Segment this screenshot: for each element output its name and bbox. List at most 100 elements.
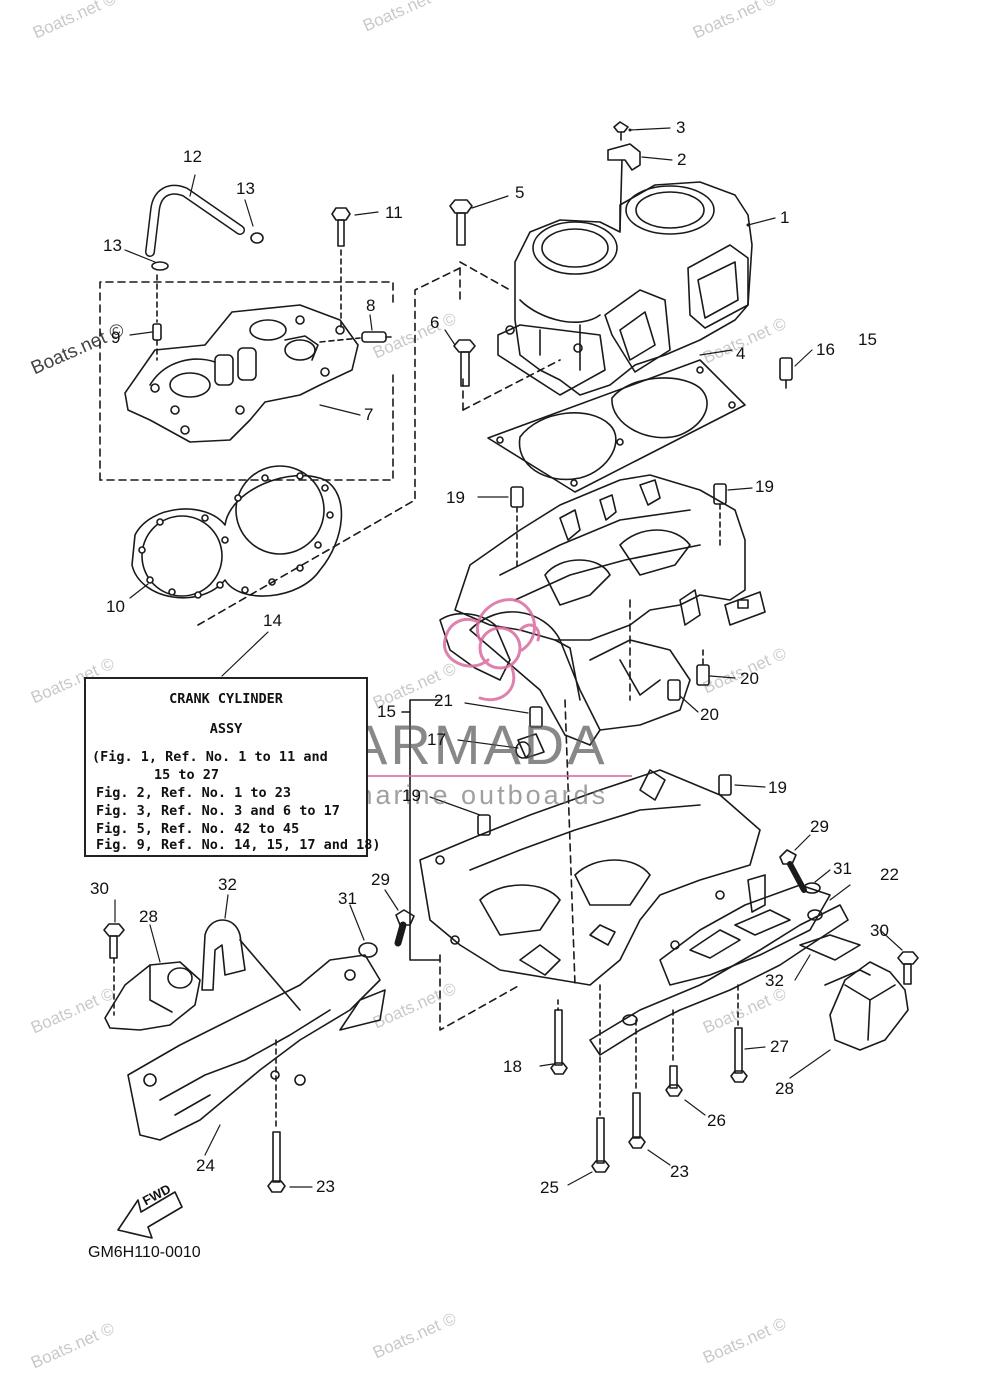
callout-6: 6	[430, 313, 440, 332]
part-2-clamp	[607, 143, 641, 231]
part-25-bolt	[591, 984, 610, 1173]
callout-13: 13	[103, 236, 122, 255]
part-6-bolt	[453, 339, 476, 387]
callout-17: 17	[427, 730, 446, 749]
callout-30: 30	[90, 879, 109, 898]
callout-29: 29	[371, 870, 390, 889]
part-27-bolt	[730, 984, 748, 1083]
callout-1: 1	[780, 208, 790, 227]
part-17-bushing	[515, 733, 545, 759]
callout-27: 27	[770, 1037, 789, 1056]
callout-29: 29	[810, 817, 829, 836]
part-19-dowel-lower-left	[477, 814, 491, 836]
callout-19: 19	[768, 778, 787, 797]
part-11-bolt	[331, 207, 351, 331]
callout-8: 8	[366, 296, 376, 315]
callout-19: 19	[402, 786, 421, 805]
part-1-flange	[497, 324, 606, 396]
armada-logo-text: ARMADA	[350, 713, 608, 776]
callout-15: 15	[858, 330, 877, 349]
callout-32: 32	[765, 971, 784, 990]
diagram-code: GM6H110-0010	[88, 1244, 201, 1261]
callout-23: 23	[316, 1177, 335, 1196]
upper-crankcase	[454, 474, 766, 641]
part-30-bolt-left	[103, 923, 125, 1016]
part-19-dowel-upper-right	[713, 483, 727, 546]
callout-28: 28	[775, 1079, 794, 1098]
part-4-base-gasket	[487, 359, 746, 493]
callout-23: 23	[670, 1162, 689, 1181]
part-29-bolt-left	[394, 909, 415, 947]
part-24-bracket	[127, 954, 386, 1141]
callout-2: 2	[677, 150, 687, 169]
bracket-15	[401, 699, 441, 961]
callout-3: 3	[676, 118, 686, 137]
part-29-bolt-right	[779, 849, 807, 893]
info-box-line: Fig. 9, Ref. No. 14, 15, 17 and 18)	[96, 837, 381, 853]
callout-19: 19	[755, 477, 774, 496]
callout-5: 5	[515, 183, 525, 202]
group-dashed-lines	[197, 261, 561, 626]
part-23-bolt-right	[628, 1019, 646, 1149]
part-18-bolt	[550, 999, 568, 1075]
part-16-dowel	[779, 357, 793, 389]
callout-26: 26	[707, 1111, 726, 1130]
crankshaft	[439, 611, 691, 746]
callout-25: 25	[540, 1178, 559, 1197]
lower-crankcase	[419, 769, 761, 986]
info-box-line: Fig. 3, Ref. No. 3 and 6 to 17	[96, 803, 340, 819]
part-23-bolt-left	[267, 1039, 286, 1193]
callout-22: 22	[880, 865, 899, 884]
callout-20: 20	[700, 705, 719, 724]
info-box-line: Fig. 5, Ref. No. 42 to 45	[96, 821, 300, 837]
info-box-title-line2: ASSY	[209, 721, 243, 737]
part-28-mount-left	[104, 961, 201, 1031]
info-box-line: (Fig. 1, Ref. No. 1 to 11 and	[92, 749, 328, 765]
part-7-cover	[124, 304, 359, 443]
armada-logo-rule	[350, 775, 632, 777]
callout-30: 30	[870, 921, 889, 940]
part-20-dowel-b	[667, 679, 681, 701]
callout-13: 13	[236, 179, 255, 198]
callout-12: 12	[183, 147, 202, 166]
fwd-arrow	[117, 1191, 183, 1239]
armada-logo-tagline: marine outboards	[350, 780, 609, 810]
part-12-hose	[145, 184, 245, 257]
callout-9: 9	[111, 328, 121, 347]
info-box-line: Fig. 2, Ref. No. 1 to 23	[96, 785, 292, 801]
callout-18: 18	[503, 1057, 522, 1076]
callout-24: 24	[196, 1156, 215, 1175]
part-3-screw	[613, 121, 629, 141]
callout-32: 32	[218, 875, 237, 894]
part-30-bolt-right	[897, 951, 919, 985]
part-13-clips	[151, 232, 264, 271]
info-box-line: 15 to 27	[154, 767, 220, 783]
info-box-title-line1: CRANK CYLINDER	[169, 691, 283, 707]
part-21-dowel	[529, 706, 543, 728]
callout-11: 11	[385, 203, 403, 222]
part-20-dowel-a	[696, 649, 710, 686]
dashed-lines-lower	[439, 599, 631, 1031]
part-26-bolt	[665, 1009, 683, 1097]
callout-16: 16	[816, 340, 835, 359]
leader-arrowheads	[628, 128, 750, 227]
callout-15: 15	[377, 702, 396, 721]
part-32-plate-left	[201, 919, 301, 1011]
callout-31: 31	[338, 889, 357, 908]
callout-20: 20	[740, 669, 759, 688]
callout-21: 21	[434, 691, 453, 710]
part-31-washer-left	[358, 942, 378, 958]
callout-31: 31	[833, 859, 852, 878]
assembly-info-box: CRANK CYLINDER ASSY (Fig. 1, Ref. No. 1 …	[84, 677, 380, 857]
callout-7: 7	[364, 405, 374, 424]
part-8-fitting	[319, 331, 392, 343]
part-1-cylinder-block	[505, 181, 753, 396]
part-5-bolt	[449, 199, 473, 246]
part-32-plate-right	[799, 934, 861, 961]
part-28-mount-right	[824, 961, 909, 1051]
part-19-dowel-upper-left	[510, 486, 524, 571]
callout-10: 10	[106, 597, 125, 616]
part-19-dowel-lower-right	[718, 774, 732, 796]
